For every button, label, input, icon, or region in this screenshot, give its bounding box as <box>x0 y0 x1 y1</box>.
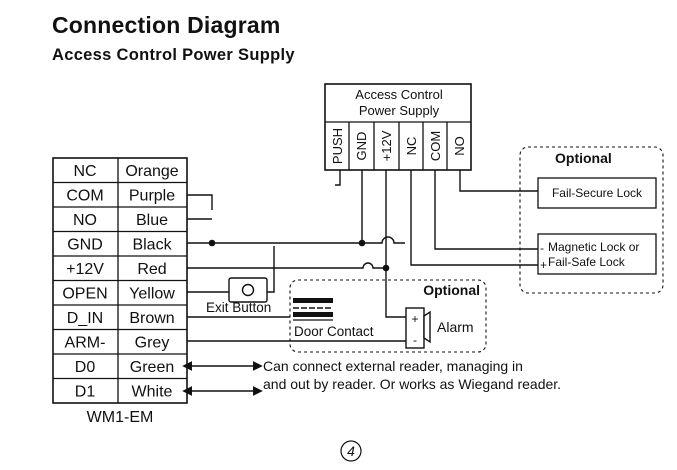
exit-button-label: Exit Button <box>206 300 271 315</box>
pin-label: D0 <box>75 359 96 376</box>
optional-right-label: Optional <box>555 150 612 166</box>
wire-color-label: Orange <box>125 163 178 180</box>
page-number-badge: 4 <box>340 440 362 462</box>
alarm-plus: + <box>411 312 418 326</box>
pin-label: D1 <box>75 384 96 401</box>
power-supply-label-line2: Power Supply <box>359 103 440 118</box>
door-contact-label: Door Contact <box>294 324 374 339</box>
wire-color-label: Green <box>130 359 174 376</box>
power-supply-label-line1: Access Control <box>355 87 443 102</box>
controller-terminal-table: NC Orange COM Purple NO Blue GND Black +… <box>52 157 188 426</box>
pin-label: COM <box>66 188 103 205</box>
exit-button-symbol: Exit Button <box>206 277 271 315</box>
page-number: 4 <box>347 443 355 459</box>
wiring <box>182 170 538 396</box>
wire-color-label: White <box>132 384 173 401</box>
optional-bottom-label: Optional <box>423 282 480 298</box>
page-subtitle: Access Control Power Supply <box>52 46 295 64</box>
ps-terminal-12v: +12V <box>379 130 394 161</box>
reader-note-line2: and out by reader. Or works as Wiegand r… <box>263 376 561 392</box>
pin-label: ARM- <box>65 335 106 352</box>
ps-terminal-no: NO <box>452 136 467 156</box>
wire-color-label: Brown <box>129 310 174 327</box>
reader-note-line1: Can connect external reader, managing in <box>263 358 523 374</box>
optional-alarm-area: Optional Door Contact + - Alarm <box>289 279 487 353</box>
power-supply-box: Access Control Power Supply PUSH GND +12… <box>324 83 472 171</box>
wire-color-label: Grey <box>135 335 170 352</box>
wire-color-label: Yellow <box>129 286 175 303</box>
wire-color-label: Blue <box>136 212 168 229</box>
pin-label: +12V <box>66 261 104 278</box>
ps-terminal-com: COM <box>428 131 443 161</box>
maglock-minus: - <box>540 241 544 255</box>
door-contact-icon <box>293 298 333 321</box>
ps-terminal-push: PUSH <box>330 128 345 164</box>
alarm-icon <box>405 307 431 349</box>
junction-dots <box>208 239 390 272</box>
controller-name: WM1-EM <box>87 409 154 426</box>
pin-label: GND <box>67 237 103 254</box>
wire-color-label: Black <box>132 237 172 254</box>
pin-label: D_IN <box>67 310 103 327</box>
maglock-label-line2: Fail-Safe Lock <box>548 255 626 269</box>
pin-label: NC <box>73 163 96 180</box>
maglock-plus: + <box>540 258 547 272</box>
wire-color-label: Purple <box>129 188 175 205</box>
optional-lock-area: Optional Fail-Secure Lock Magnetic Lock … <box>519 146 664 294</box>
maglock-label-line1: Magnetic Lock or <box>548 240 639 254</box>
page-title: Connection Diagram <box>52 12 281 38</box>
ps-terminal-gnd: GND <box>354 132 369 161</box>
fail-secure-lock-label: Fail-Secure Lock <box>552 186 643 200</box>
ps-terminal-nc: NC <box>404 137 419 156</box>
pin-label: NO <box>73 212 97 229</box>
alarm-minus: - <box>413 333 417 347</box>
wire-color-label: Red <box>137 261 166 278</box>
pin-label: OPEN <box>62 286 107 303</box>
alarm-label: Alarm <box>437 319 474 335</box>
